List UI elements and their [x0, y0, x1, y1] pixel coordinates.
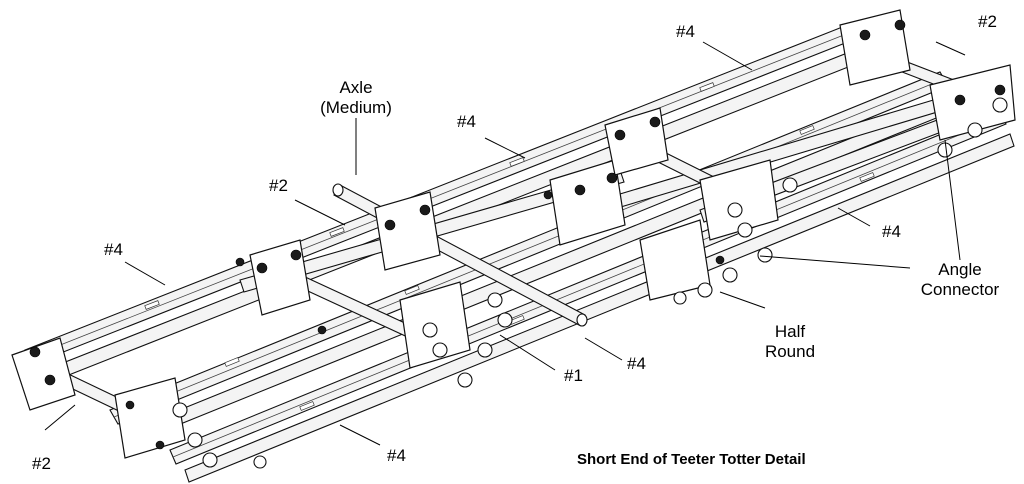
part-label-num2-left: #2: [269, 176, 288, 195]
part-label-num4-right: #4: [882, 222, 901, 241]
half-round-label: Half Round: [740, 322, 840, 362]
part-label-num4-left: #4: [104, 240, 123, 259]
axle-label-line2: (Medium): [320, 98, 392, 117]
leader-lines: [44, 41, 966, 446]
part-label-num1: #1: [564, 366, 583, 385]
rail-slots: [144, 82, 875, 411]
angle-connector-line1: Angle: [938, 260, 982, 279]
middle-rail: [109, 71, 962, 445]
diagram-title: Short End of Teeter Totter Detail: [577, 451, 806, 468]
part-label-num2-top-right: #2: [978, 12, 997, 31]
half-round-line2: Round: [764, 342, 816, 361]
part-label-num4-bottom: #4: [387, 446, 406, 465]
lower-rail: [169, 109, 1015, 483]
half-round-line1: Half: [774, 322, 806, 341]
angle-connector-label: Angle Connector: [905, 260, 1015, 300]
part-label-num4-upper-mid: #4: [457, 112, 476, 131]
part-label-num4-top: #4: [676, 22, 695, 41]
axle-label: Axle (Medium): [306, 78, 406, 118]
part-label-num2-bottom-left: #2: [32, 454, 51, 473]
axle-label-line1: Axle: [339, 78, 373, 97]
connector-plates: [11, 9, 1016, 459]
angle-connector-line2: Connector: [920, 280, 1000, 299]
part-label-num4-center: #4: [627, 354, 646, 373]
bolts: [29, 19, 1008, 469]
